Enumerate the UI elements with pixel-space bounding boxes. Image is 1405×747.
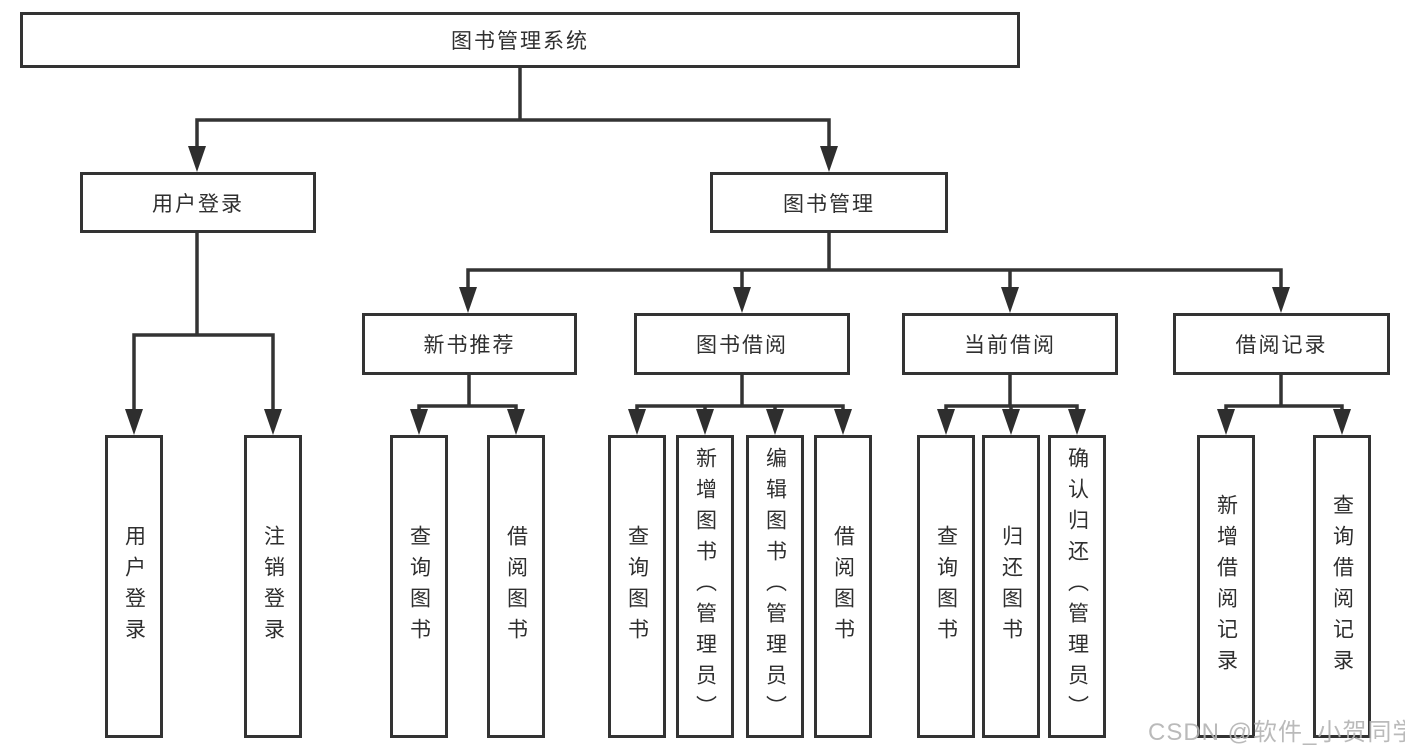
node-user-login: 用户登录 <box>80 172 316 233</box>
leaf-user-login-label: 用户登录 <box>122 524 146 649</box>
leaf-query-borrow-record: 查询借阅记录 <box>1313 435 1371 738</box>
node-root: 图书管理系统 <box>20 12 1020 68</box>
edge-userlogin-split <box>132 333 275 412</box>
leaf-query-borrow-record-label: 查询借阅记录 <box>1330 493 1354 680</box>
node-current-borrowing-label: 当前借阅 <box>964 334 1056 357</box>
edge-borrowing-split <box>635 404 845 412</box>
leaf-edit-book-admin: 编辑图书（管理员） <box>746 435 804 738</box>
edge-root-split <box>195 118 831 148</box>
leaf-confirm-return-admin-label: 确认归还（管理员） <box>1065 447 1089 726</box>
leaf-edit-book-admin-label: 编辑图书（管理员） <box>763 447 787 726</box>
node-book-management: 图书管理 <box>710 172 948 233</box>
edge-records-split <box>1224 404 1344 412</box>
leaf-query-books-1-label: 查询图书 <box>407 524 431 649</box>
leaf-confirm-return-admin: 确认归还（管理员） <box>1048 435 1106 738</box>
edge-newbook-split <box>417 404 518 412</box>
leaf-query-books-3-label: 查询图书 <box>934 524 958 649</box>
node-book-management-label: 图书管理 <box>783 192 875 216</box>
leaf-add-borrow-record: 新增借阅记录 <box>1197 435 1255 738</box>
leaf-query-books-3: 查询图书 <box>917 435 975 738</box>
leaf-logout: 注销登录 <box>244 435 302 738</box>
leaf-user-login: 用户登录 <box>105 435 163 738</box>
leaf-borrow-books-1-label: 借阅图书 <box>504 524 528 649</box>
leaf-borrow-books-2-label: 借阅图书 <box>831 524 855 649</box>
node-new-book-recommend: 新书推荐 <box>362 313 577 375</box>
leaf-return-book-label: 归还图书 <box>999 524 1023 649</box>
node-new-book-recommend-label: 新书推荐 <box>423 334 516 357</box>
leaf-query-books-1: 查询图书 <box>390 435 448 738</box>
node-book-borrowing-label: 图书借阅 <box>696 334 788 357</box>
watermark-text: CSDN @软件_小贺同学 <box>1148 719 1405 746</box>
node-current-borrowing: 当前借阅 <box>902 313 1118 375</box>
leaf-add-borrow-record-label: 新增借阅记录 <box>1214 493 1238 680</box>
node-book-borrowing: 图书借阅 <box>634 313 850 375</box>
leaf-borrow-books-1: 借阅图书 <box>487 435 545 738</box>
edge-bookmgmt-split <box>466 268 1283 289</box>
node-borrowing-records-label: 借阅记录 <box>1235 334 1328 357</box>
node-root-label: 图书管理系统 <box>451 30 589 53</box>
leaf-borrow-books-2: 借阅图书 <box>814 435 872 738</box>
leaf-logout-label: 注销登录 <box>261 524 285 649</box>
node-borrowing-records: 借阅记录 <box>1173 313 1390 375</box>
leaf-add-book-admin-label: 新增图书（管理员） <box>693 447 717 726</box>
leaf-query-books-2-label: 查询图书 <box>625 524 649 649</box>
edge-current-split <box>944 404 1079 412</box>
leaf-return-book: 归还图书 <box>982 435 1040 738</box>
leaf-query-books-2: 查询图书 <box>608 435 666 738</box>
node-user-login-label: 用户登录 <box>152 192 244 216</box>
leaf-add-book-admin: 新增图书（管理员） <box>676 435 734 738</box>
